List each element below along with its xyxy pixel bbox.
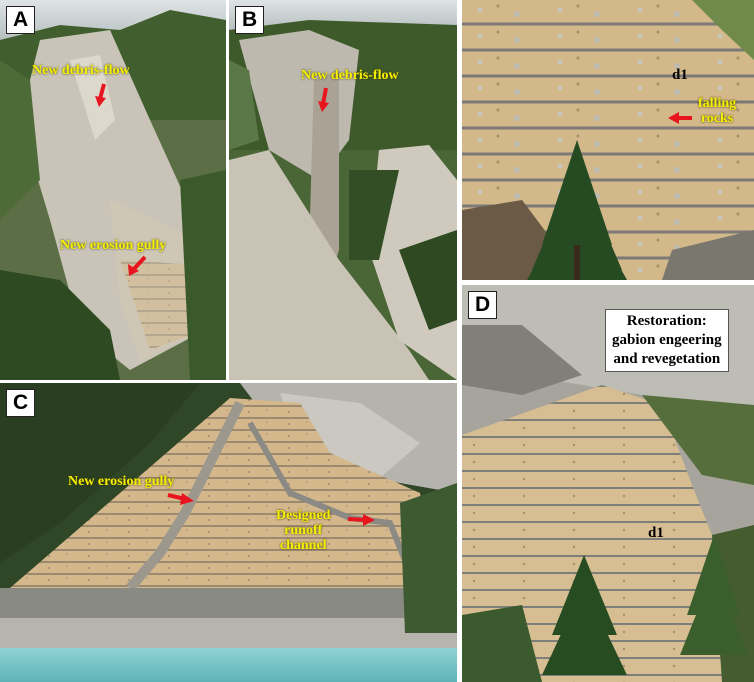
panel-d-restoration-caption: Restoration: gabion engeering and revege… — [605, 309, 729, 372]
panel-b-letter: B — [235, 6, 265, 34]
panel-c-letter: C — [6, 389, 36, 417]
panel-top-right-d1-marker: d1 — [672, 67, 688, 83]
panel-a-debris-flow-label: New debris-flow — [32, 63, 130, 78]
panel-top-right: d1 falling rocks — [462, 0, 754, 280]
panel-d-d1-marker: d1 — [648, 525, 664, 541]
panel-c-erosion-gully-label: New erosion gully — [68, 474, 175, 489]
panel-c-photo — [0, 383, 457, 682]
panel-a-letter: A — [6, 6, 36, 34]
panel-c-runoff-channel-label: Designed runoff channel — [276, 508, 331, 553]
panel-top-right-falling-rocks-label: falling rocks — [698, 96, 737, 126]
panel-b-photo — [229, 0, 457, 380]
panel-b-debris-flow-label: New debris-flow — [301, 68, 399, 83]
panel-a-photo — [0, 0, 226, 380]
panel-d-letter: D — [468, 291, 498, 319]
panel-a-erosion-gully-label: New erosion gully — [60, 238, 167, 253]
panel-c: C New erosion gully Designed runoff chan… — [0, 383, 457, 682]
panel-a: A New debris-flow New erosion gully — [0, 0, 226, 380]
panel-d: D Restoration: gabion engeering and reve… — [462, 285, 754, 682]
panel-b: B New debris-flow — [229, 0, 457, 380]
panel-top-right-photo — [462, 0, 754, 280]
